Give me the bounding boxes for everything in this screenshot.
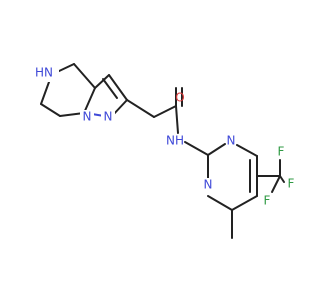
atom-label-f-right: F	[288, 177, 295, 191]
atom-label-n1: N	[83, 110, 92, 124]
bond	[236, 144, 258, 157]
molecule-diagram: HN N N O NH N N F F F	[33, 63, 295, 239]
atom-label-o: O	[175, 91, 184, 105]
atom-label-pyrimidine-n-lower: N	[204, 178, 213, 192]
label-mask	[201, 178, 215, 192]
atom-label-f-bottom: F	[264, 194, 271, 208]
bond	[102, 78, 118, 99]
bond	[207, 143, 226, 156]
bond	[153, 105, 177, 118]
bond	[94, 74, 110, 89]
label-mask	[101, 110, 115, 124]
bond	[126, 99, 155, 118]
atom-label-f-top: F	[278, 145, 285, 159]
bond	[279, 175, 285, 183]
bond	[207, 195, 233, 211]
label-mask	[80, 110, 94, 124]
atom-labels: HN N N O NH N N F F F	[33, 63, 295, 208]
bond	[184, 141, 209, 156]
bond	[83, 87, 96, 114]
atom-label-hn: HN	[35, 66, 53, 80]
atom-label-amide-nh: NH	[166, 134, 184, 148]
bond	[56, 63, 75, 73]
atom-label-pyrimidine-n-upper: N	[227, 134, 236, 148]
bond	[231, 195, 258, 211]
bond	[175, 105, 179, 134]
label-mask	[33, 63, 59, 82]
bond	[40, 103, 61, 117]
atom-label-n2: N	[104, 110, 113, 124]
chemical-structure-canvas: HN N N O NH N N F F F	[33, 63, 295, 239]
bond	[73, 63, 96, 89]
bonds	[40, 63, 285, 239]
bond	[40, 81, 50, 105]
bond	[271, 175, 281, 193]
bond	[108, 74, 128, 101]
